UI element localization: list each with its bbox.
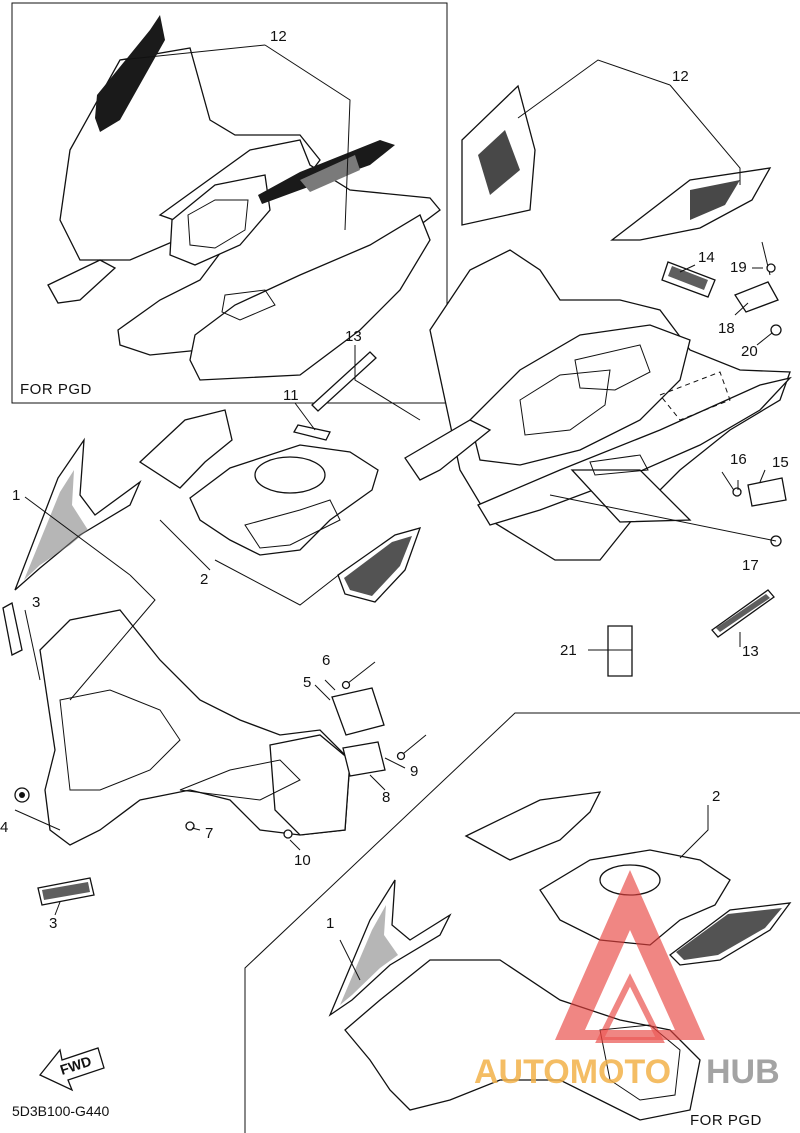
watermark-text-hub: HUB [706,1053,780,1091]
callout-17: 17 [742,557,759,574]
callout-1: 1 [12,487,20,504]
callout-18: 18 [718,320,735,337]
inset-frame-bottom [244,712,800,1133]
callout-13-lower: 13 [742,643,759,660]
callout-8: 8 [382,789,390,806]
callout-14: 14 [698,249,715,266]
diagram-code: 5D3B100-G440 [12,1103,110,1119]
callout-20: 20 [741,343,758,360]
callout-3-upper: 3 [32,594,40,611]
callout-6: 6 [322,652,330,669]
callout-labels: 12 12 14 19 18 20 13 11 1 2 16 15 17 3 1… [0,28,789,932]
inset-label-top: FOR PGD [20,381,92,398]
watermark-text-automoto: AUTOMOTO [474,1053,671,1091]
callout-12-inset: 12 [270,28,287,45]
callout-12: 12 [672,68,689,85]
strip-13-upper [311,351,377,412]
callout-2: 2 [200,571,208,588]
rear-fender-assembly [404,84,792,638]
callout-3-lower: 3 [49,915,57,932]
callout-15: 15 [772,454,789,471]
label-21 [607,625,633,677]
watermark-triangle-icon [555,870,705,1040]
callout-1-inset: 1 [326,915,334,932]
callout-9: 9 [410,763,418,780]
callout-13-upper: 13 [345,328,362,345]
fwd-arrow-icon: FWD [38,1047,105,1092]
sticker-11 [293,424,331,441]
callout-19: 19 [730,259,747,276]
tank-cover-assembly [138,409,422,603]
inset-top-assembly [47,15,441,381]
decal-1-left-inner [24,470,88,580]
watermark-logo [555,870,705,1043]
callout-16: 16 [730,451,747,468]
callout-5: 5 [303,674,311,691]
inset-label-bottom: FOR PGD [690,1112,762,1129]
callout-2-inset: 2 [712,788,720,805]
callout-11: 11 [283,387,299,404]
decal-3-upper [2,602,23,656]
callout-21: 21 [560,642,577,659]
callout-10: 10 [294,852,311,869]
callout-4: 4 [0,819,8,836]
leader-lines [14,44,777,981]
front-shroud-assembly [14,609,427,846]
callout-7: 7 [205,825,213,842]
